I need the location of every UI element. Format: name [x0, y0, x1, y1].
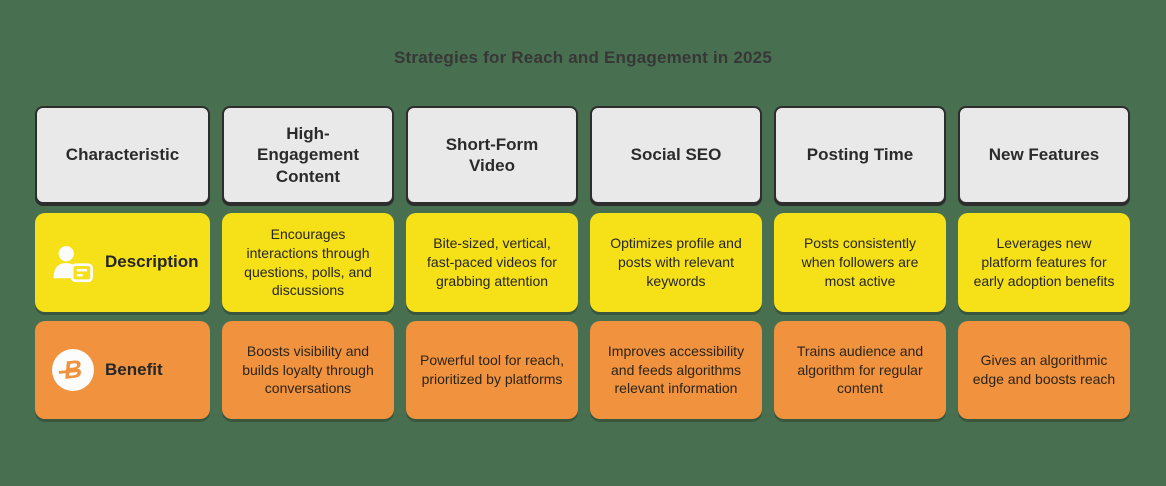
cell-text: Powerful tool for reach, prioritized by … [420, 352, 564, 387]
header-label: Posting Time [806, 145, 914, 165]
header-label: Characteristic [65, 145, 180, 165]
header-cell-high-engagement-content: High-Engagement Content [222, 106, 394, 204]
description-posting-time: Posts consistently when followers are mo… [774, 213, 946, 312]
benefit-high-engagement-content: Boosts visibility and builds loyalty thr… [222, 321, 394, 419]
cell-text: Boosts visibility and builds loyalty thr… [242, 342, 374, 397]
description-high-engagement-content: Encourages interactions through question… [222, 213, 394, 312]
row-label-benefit: B Benefit [35, 321, 210, 419]
benefit-short-form-video: Powerful tool for reach, prioritized by … [406, 321, 578, 419]
cell-text: Posts consistently when followers are mo… [801, 235, 919, 289]
person-note-icon [51, 241, 95, 285]
page-title: Strategies for Reach and Engagement in 2… [394, 48, 772, 67]
row-label-description: Description [35, 213, 210, 312]
header-cell-new-features: New Features [958, 106, 1130, 204]
header-cell-social-seo: Social SEO [590, 106, 762, 204]
header-label: Social SEO [630, 145, 722, 165]
letter-b-badge-icon: B [51, 348, 95, 392]
benefit-social-seo: Improves accessibility and feeds algorit… [590, 321, 762, 419]
description-new-features: Leverages new platform features for earl… [958, 213, 1130, 312]
cell-text: Trains audience and algorithm for regula… [796, 342, 924, 397]
header-label: New Features [988, 145, 1100, 165]
description-social-seo: Optimizes profile and posts with relevan… [590, 213, 762, 312]
benefit-new-features: Gives an algorithmic edge and boosts rea… [958, 321, 1130, 419]
cell-text: Gives an algorithmic edge and boosts rea… [972, 352, 1116, 387]
description-short-form-video: Bite-sized, vertical, fast-paced videos … [406, 213, 578, 312]
cell-text: Optimizes profile and posts with relevan… [610, 235, 742, 289]
row-label-text: Description [105, 252, 199, 272]
header-cell-posting-time: Posting Time [774, 106, 946, 204]
cell-text: Encourages interactions through question… [244, 225, 372, 299]
cell-text: Improves accessibility and feeds algorit… [607, 342, 745, 397]
header-label: Short-Form Video [445, 134, 539, 175]
header-cell-characteristic: Characteristic [35, 106, 210, 204]
row-label-text: Benefit [105, 359, 163, 379]
cell-text: Bite-sized, vertical, fast-paced videos … [427, 235, 557, 289]
header-cell-short-form-video: Short-Form Video [406, 106, 578, 204]
strategy-table: Characteristic High-Engagement Content S… [35, 106, 1130, 419]
benefit-posting-time: Trains audience and algorithm for regula… [774, 321, 946, 419]
header-label: High-Engagement Content [256, 124, 360, 186]
cell-text: Leverages new platform features for earl… [973, 235, 1115, 289]
